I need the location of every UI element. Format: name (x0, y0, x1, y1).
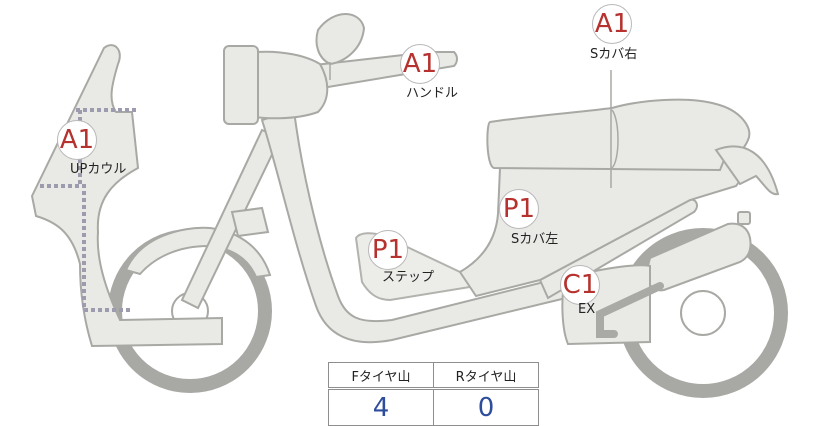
rear-tire-header: Rタイヤ山 (433, 362, 539, 390)
tire-table-value-row: 4 0 (328, 388, 539, 426)
s-cover-left-grade: P1 (499, 189, 539, 229)
rear-tire-value: 0 (433, 388, 539, 426)
rear-shock (737, 211, 751, 225)
mirror (315, 13, 366, 66)
s-cover-right-grade: A1 (592, 4, 632, 44)
step-label: ステップ (382, 270, 435, 285)
handle-label: ハンドル (406, 86, 459, 101)
step-grade: P1 (368, 230, 408, 270)
up-cowl-grade: A1 (57, 120, 97, 160)
front-tire-value: 4 (328, 388, 434, 426)
exhaust-grade: C1 (560, 265, 600, 305)
headlight-lens (223, 45, 259, 125)
tire-table-header-row: Fタイヤ山 Rタイヤ山 (328, 362, 539, 390)
leg-shield-frame (230, 206, 270, 238)
up-cowl-label: UPカウル (70, 162, 127, 177)
s-cover-left-label: Sカバ左 (511, 232, 559, 247)
tire-tread-table: Fタイヤ山 Rタイヤ山 4 0 (328, 362, 539, 426)
tail-fin (714, 145, 780, 196)
handle-grade: A1 (400, 44, 440, 84)
exhaust-label: EX (578, 302, 596, 317)
front-fender (124, 226, 272, 279)
seat-seam (611, 109, 619, 169)
s-cover-right-label: Sカバ右 (590, 47, 638, 62)
exhaust-pipe (596, 282, 664, 338)
front-tire-header: Fタイヤ山 (328, 362, 434, 390)
